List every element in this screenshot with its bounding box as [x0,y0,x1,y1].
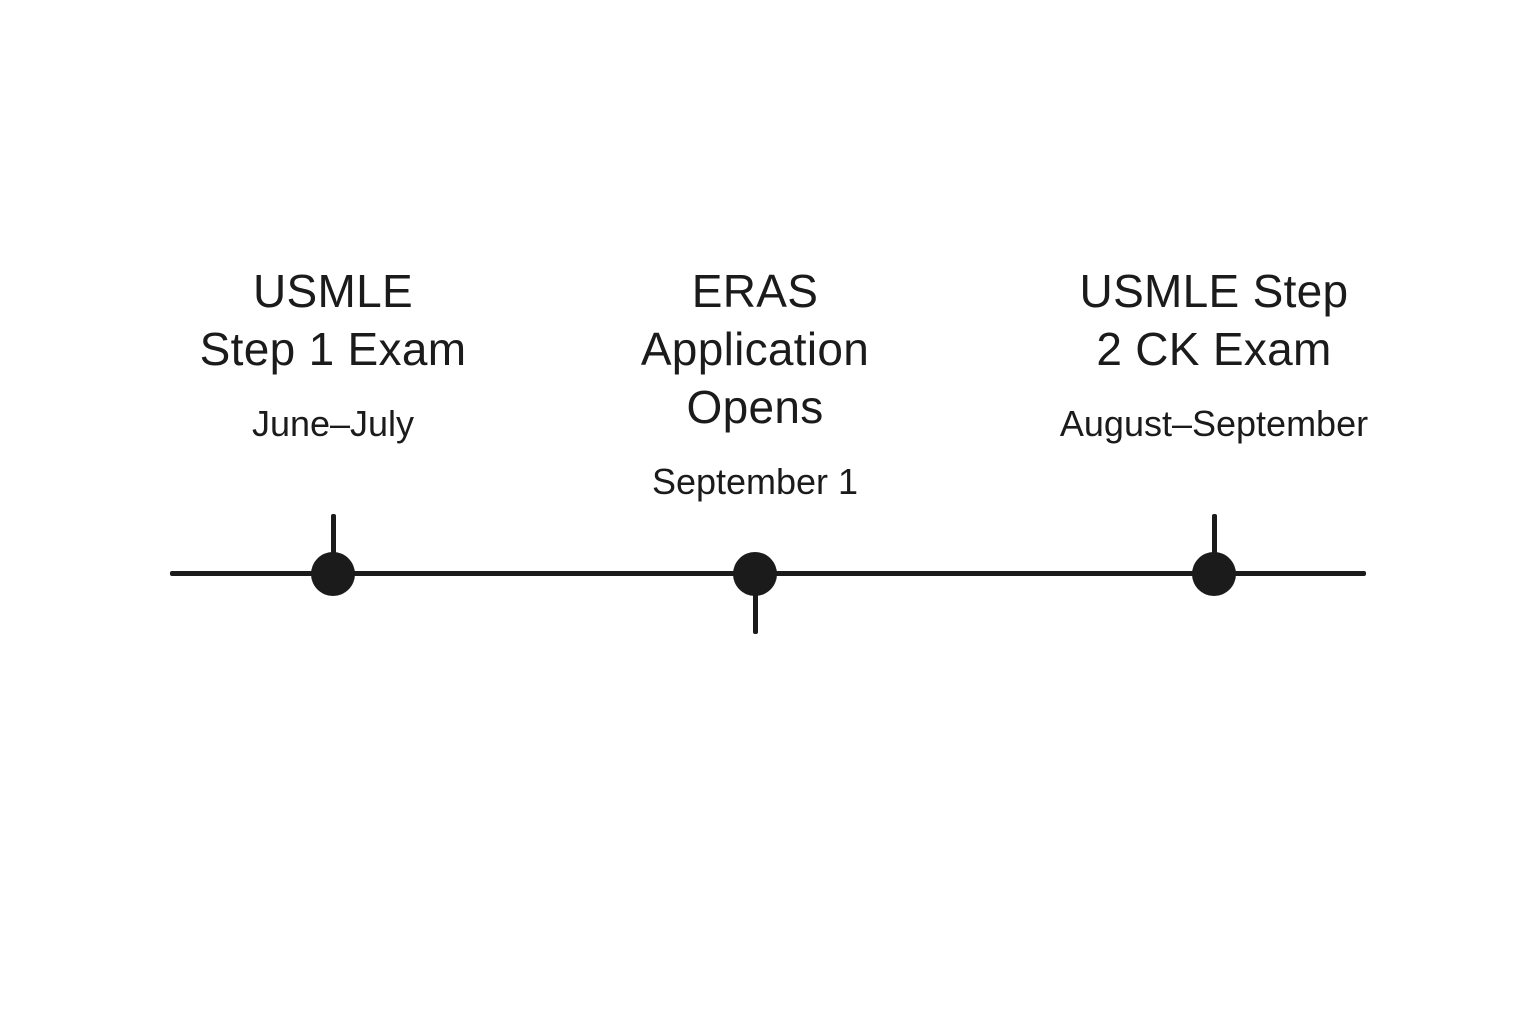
event-tick [330,514,336,558]
event-title-line: ERAS [691,265,819,317]
event-title: ERAS Application Opens [535,262,975,436]
event-date: June–July [251,403,415,444]
event-tick [1211,514,1217,558]
event-title: USMLE Step 2 CK Exam [994,262,1434,378]
event-title-line: USMLE [253,265,413,317]
event-title-line: Step 1 Exam [199,323,467,375]
event-title-line: Application [640,323,870,375]
event-marker [1192,552,1236,596]
event-marker [733,552,777,596]
event-tick [752,590,758,634]
event-title-line: 2 CK Exam [1096,323,1332,375]
event-date: September 1 [651,461,859,502]
event-marker [311,552,355,596]
event-title-line: Opens [686,381,824,433]
event-date: August–September [1059,403,1369,444]
event-title: USMLE Step 1 Exam [113,262,553,378]
event-title-line: USMLE Step [1079,265,1349,317]
